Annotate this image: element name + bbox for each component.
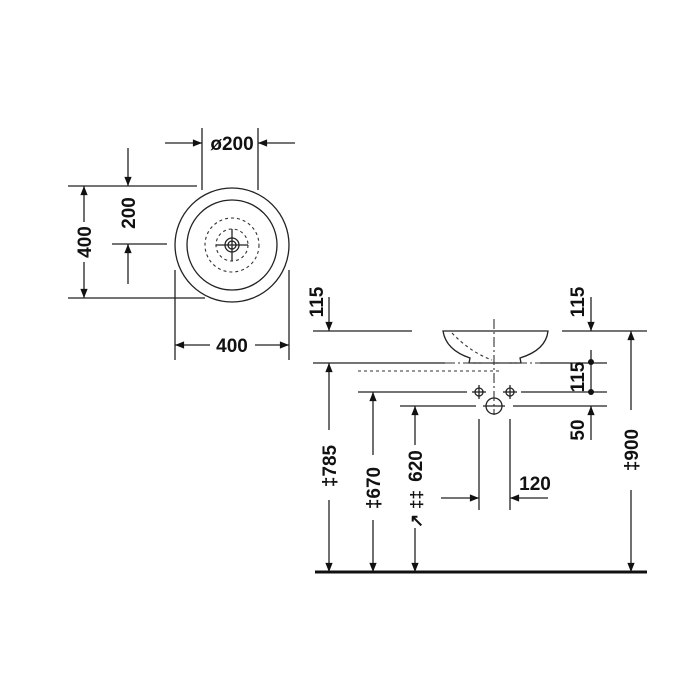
basin-profile: [442, 330, 549, 364]
height-900-label: ‡900: [622, 429, 643, 471]
dimension-dot: [588, 359, 594, 365]
side-view: 120 115 115 115 50 ‡785 ‡670 620 ↗ ‡‡ ‡9…: [307, 286, 647, 574]
right-offset-label: 50: [568, 419, 589, 440]
top-view: ø200 400 200 400: [68, 128, 295, 360]
width-label: 400: [216, 336, 248, 357]
half-label: 200: [119, 197, 140, 229]
height-785-label: ‡785: [320, 444, 341, 487]
right-gap-label: 115: [568, 361, 589, 392]
height-620-label: 620: [406, 450, 427, 482]
dimension-dot: [588, 389, 594, 395]
basin-inner-rim: [186, 199, 278, 291]
right-bowl-height-label: 115: [568, 286, 589, 317]
diameter-label: ø200: [210, 134, 253, 155]
height-670-label: ‡670: [364, 467, 385, 509]
basin-outer-rim: [174, 187, 290, 303]
spacing-120-label: 120: [519, 474, 551, 495]
height-620-marks: ↗ ‡‡: [407, 490, 426, 528]
height-label: 400: [75, 226, 96, 258]
left-bowl-height-label: 115: [307, 286, 328, 317]
basin-dotted-circle: [204, 217, 260, 273]
